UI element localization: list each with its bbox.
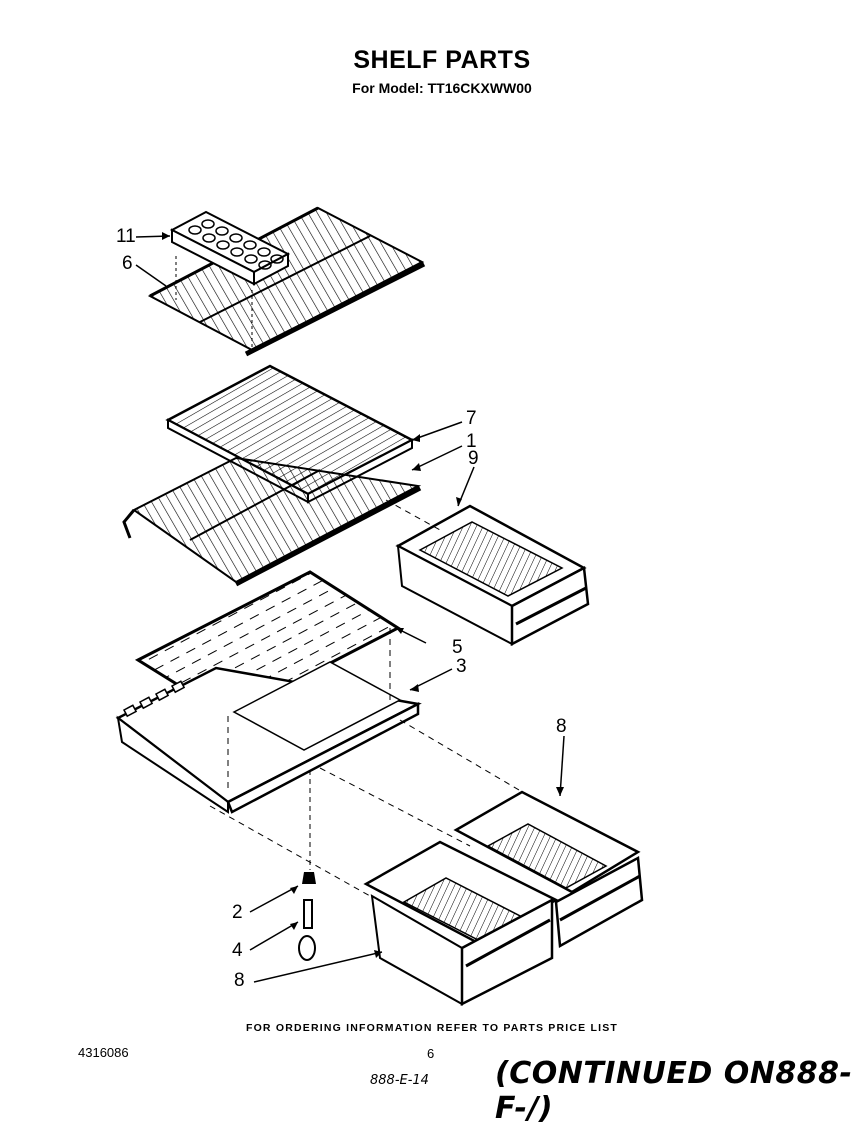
callout-8-front-crisper: 8 bbox=[234, 970, 245, 991]
crisper-cover-frame bbox=[115, 661, 422, 814]
refrigerator-wire-shelf bbox=[122, 456, 422, 587]
continued-note: (CONTINUED ON888-F-/) bbox=[495, 1056, 853, 1126]
callout-arrowheads bbox=[162, 232, 564, 958]
callout-4: 4 bbox=[232, 940, 243, 961]
page-title: SHELF PARTS bbox=[353, 46, 531, 74]
callout-6: 6 bbox=[122, 253, 133, 274]
crisper-pan-rear bbox=[453, 790, 644, 949]
ordering-info-note: FOR ORDERING INFORMATION REFER TO PARTS … bbox=[245, 1022, 619, 1034]
callout-11: 11 bbox=[116, 226, 136, 247]
document-number: 4316086 bbox=[78, 1045, 129, 1060]
page-number: 6 bbox=[427, 1046, 435, 1061]
callout-5: 5 bbox=[452, 637, 463, 658]
callout-9: 9 bbox=[468, 448, 479, 469]
callout-8-rear-crisper: 8 bbox=[556, 716, 567, 737]
callout-1: 1 bbox=[466, 431, 477, 452]
ice-cube-tray bbox=[169, 210, 291, 286]
crisper-pan-front bbox=[363, 840, 559, 1007]
model-subtitle: For Model: TT16CKXWW00 bbox=[352, 80, 532, 96]
callout-3: 3 bbox=[456, 656, 467, 677]
exploded-parts-diagram bbox=[115, 206, 644, 1007]
handwritten-reference: 888-E-14 bbox=[370, 1073, 429, 1088]
callout-7: 7 bbox=[466, 408, 477, 429]
freezer-wire-shelf bbox=[147, 206, 426, 357]
cover-support-post bbox=[298, 770, 316, 961]
callout-2: 2 bbox=[232, 902, 243, 923]
assembly-lines bbox=[209, 499, 537, 897]
meat-pan bbox=[395, 504, 590, 647]
